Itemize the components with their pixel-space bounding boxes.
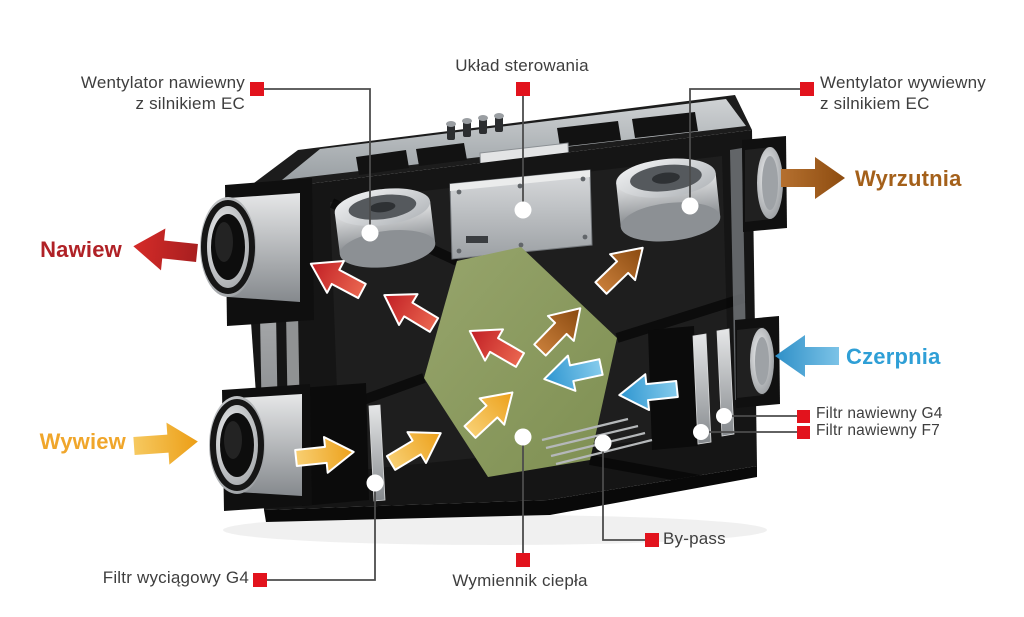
callout-marker-filter-g4: [797, 410, 810, 423]
intake-flow-arrow-1: [543, 354, 604, 392]
unit-shadow: [223, 515, 767, 545]
extract-flow-arrow-2: [385, 431, 442, 471]
exhaust-flow-arrow-1: [533, 307, 582, 357]
callout-fan-supply-line2: z silnikiem EC: [135, 94, 245, 113]
supply-duct-port: [200, 193, 300, 302]
pointer-dot-filter-f7: [693, 424, 709, 440]
callout-line-filter-extract: [260, 484, 376, 581]
callout-marker-heat-exchanger: [516, 553, 530, 567]
callout-markers: [250, 82, 814, 587]
callout-marker-fan-supply: [250, 82, 264, 96]
pointer-dot-filter-g4: [716, 408, 732, 424]
intake-flow-arrow-2: [618, 373, 679, 412]
callout-control-unit: Układ sterowania: [455, 56, 589, 75]
exhaust-duct-port: [745, 147, 783, 222]
callout-marker-filter-extract: [253, 573, 267, 587]
pointer-dot-control: [514, 201, 532, 219]
callout-marker-filter-f7: [797, 426, 810, 439]
supply-fan: [334, 188, 436, 268]
pointer-dot-heat-exchanger: [514, 428, 532, 446]
pointer-dots: [361, 197, 732, 492]
supply-flow-arrow-1: [309, 260, 367, 300]
callout-line-fan-supply: [257, 88, 371, 233]
bypass-slats: [541, 417, 653, 466]
callout-line-bypass: [602, 444, 645, 541]
callout-fan-supply-line1: Wentylator nawiewny: [80, 73, 245, 92]
czerpnia-arrow: [775, 335, 839, 377]
flow-label-czerpnia: Czerpnia: [846, 344, 941, 369]
callout-line-fan-exhaust: [689, 88, 807, 205]
callout-marker-fan-exhaust: [800, 82, 814, 96]
callout-filter-supply-g4: Filtr nawiewny G4: [816, 405, 943, 422]
flow-label-wywiew: Wywiew: [39, 429, 126, 454]
pointer-dot-fan-exhaust: [681, 197, 699, 215]
supply-filter-f7: [692, 333, 712, 445]
callout-filter-extract-g4: Filtr wyciągowy G4: [102, 568, 249, 587]
extract-flow-arrow-1: [294, 435, 355, 474]
supply-flow-arrow-3: [468, 328, 525, 368]
callout-fan-exhaust-line1: Wentylator wywiewny: [820, 73, 986, 92]
flow-label-wyrzutnia: Wyrzutnia: [855, 166, 962, 191]
cable-connectors: [446, 113, 504, 140]
callout-bypass: By-pass: [663, 529, 726, 548]
callout-lines: [257, 88, 807, 581]
wywiew-arrow: [133, 422, 198, 465]
callout-fan-exhaust: Wentylator wywiewny z silnikiem EC: [820, 72, 986, 114]
callout-marker-control: [516, 82, 530, 96]
pointer-dot-bypass: [594, 434, 612, 452]
nawiew-arrow: [133, 228, 198, 271]
pointer-dot-filter-extract: [366, 474, 384, 492]
flow-label-nawiew: Nawiew: [40, 237, 122, 262]
extract-flow-arrow-3: [463, 391, 514, 439]
intake-duct-port: [737, 327, 774, 398]
supply-flow-arrow-2: [383, 293, 440, 333]
callout-fan-exhaust-line2: z silnikiem EC: [820, 94, 930, 113]
extract-duct-port: [209, 394, 302, 496]
callout-marker-bypass: [645, 533, 659, 547]
pointer-dot-fan-supply: [361, 224, 379, 242]
callout-fan-supply: Wentylator nawiewny z silnikiem EC: [81, 72, 245, 114]
callout-filter-supply-f7: Filtr nawiewny F7: [816, 422, 940, 439]
callout-heat-exchanger: Wymiennik ciepła: [452, 571, 588, 590]
wyrzutnia-arrow: [781, 157, 845, 199]
exhaust-flow-arrow-2: [594, 246, 644, 295]
